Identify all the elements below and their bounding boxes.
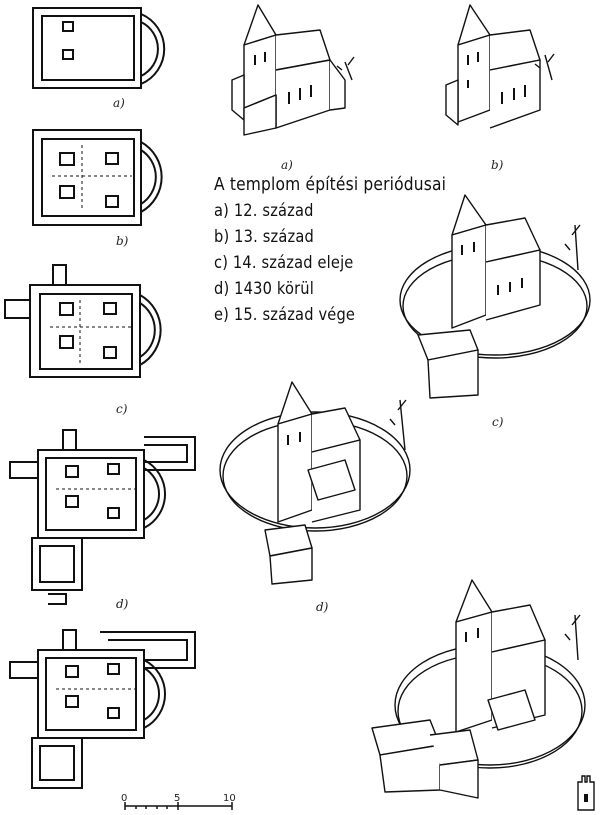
site-logo-icon	[577, 775, 595, 811]
view-label-d: d)	[316, 600, 329, 614]
plan-b	[32, 129, 163, 226]
church-view-c	[399, 194, 591, 399]
church-view-e	[371, 579, 586, 799]
view-label-c: c)	[492, 415, 504, 429]
church-view-d	[219, 381, 411, 585]
legend-item-b: b) 13. század	[214, 227, 314, 247]
church-view-a	[231, 4, 355, 136]
legend-title: A templom építési periódusai	[214, 174, 447, 195]
legend-item-e: e) 15. század vége	[214, 305, 356, 325]
scale-tick-10: 10	[223, 793, 236, 804]
plan-label-a: a)	[113, 96, 125, 110]
plan-c	[4, 264, 162, 378]
plan-d	[9, 429, 196, 605]
plan-label-c: c)	[116, 402, 128, 416]
legend: A templom építési periódusai a) 12. száz…	[214, 172, 446, 328]
view-label-b: b)	[491, 158, 504, 172]
view-label-a: a)	[281, 158, 293, 172]
legend-item-c: c) 14. század eleje	[214, 253, 354, 273]
plan-a	[32, 7, 166, 89]
church-view-b	[445, 4, 555, 129]
scale-bar	[124, 802, 233, 810]
legend-item-a: a) 12. század	[214, 201, 314, 221]
plan-label-d: d)	[116, 597, 129, 611]
legend-item-d: d) 1430 körül	[214, 279, 314, 299]
scale-tick-0: 0	[121, 793, 128, 804]
plan-label-b: b)	[116, 234, 129, 248]
plan-e	[9, 629, 196, 789]
scale-tick-5: 5	[174, 793, 181, 804]
floor-plans	[4, 7, 233, 810]
